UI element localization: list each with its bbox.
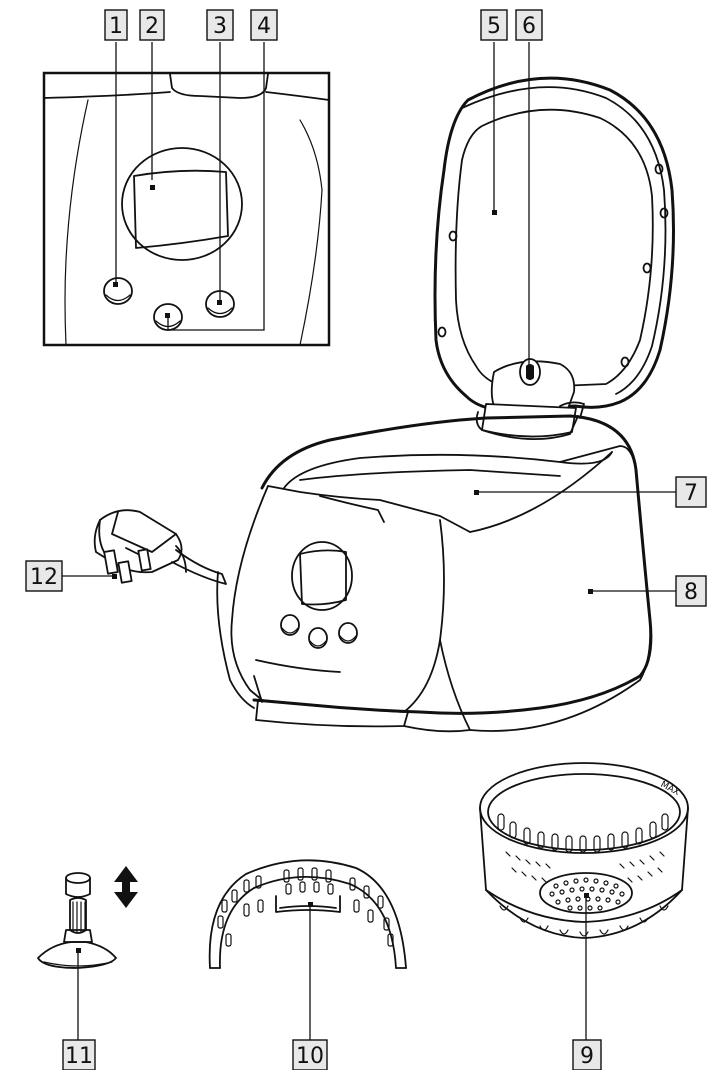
control-buttons [281,615,357,648]
lid-window [456,110,653,388]
control-panel-inset [44,73,329,345]
callout-1: 1 [105,10,127,40]
svg-text:5: 5 [487,14,501,39]
curved-insert-accessory [210,860,406,968]
callout-9: 9 [573,1040,601,1070]
callout-8: 8 [676,576,706,606]
callout-3: 3 [207,10,233,40]
callout-10: 10 [293,1040,327,1070]
body-top [254,416,651,713]
callout-12: 12 [26,561,62,591]
callout-5: 5 [481,10,507,40]
callout-11: 11 [63,1040,95,1070]
lid-outer [435,78,674,410]
cleaning-basket-accessory: MAX [480,763,688,938]
svg-text:2: 2 [145,14,159,39]
svg-text:8: 8 [684,580,698,605]
svg-text:7: 7 [684,481,698,506]
svg-text:4: 4 [257,14,271,39]
watch-holder-accessory [38,866,138,968]
svg-text:11: 11 [65,1044,93,1069]
svg-text:10: 10 [296,1044,324,1069]
svg-text:12: 12 [30,565,58,590]
svg-text:3: 3 [213,14,227,39]
callout-4: 4 [251,10,277,40]
front-panel [231,486,444,712]
power-plug [95,510,226,584]
callout-2: 2 [140,10,164,40]
callout-6: 6 [516,10,542,40]
callout-7: 7 [676,477,706,507]
svg-text:9: 9 [580,1044,594,1069]
svg-text:6: 6 [522,14,536,39]
svg-text:1: 1 [109,14,123,39]
